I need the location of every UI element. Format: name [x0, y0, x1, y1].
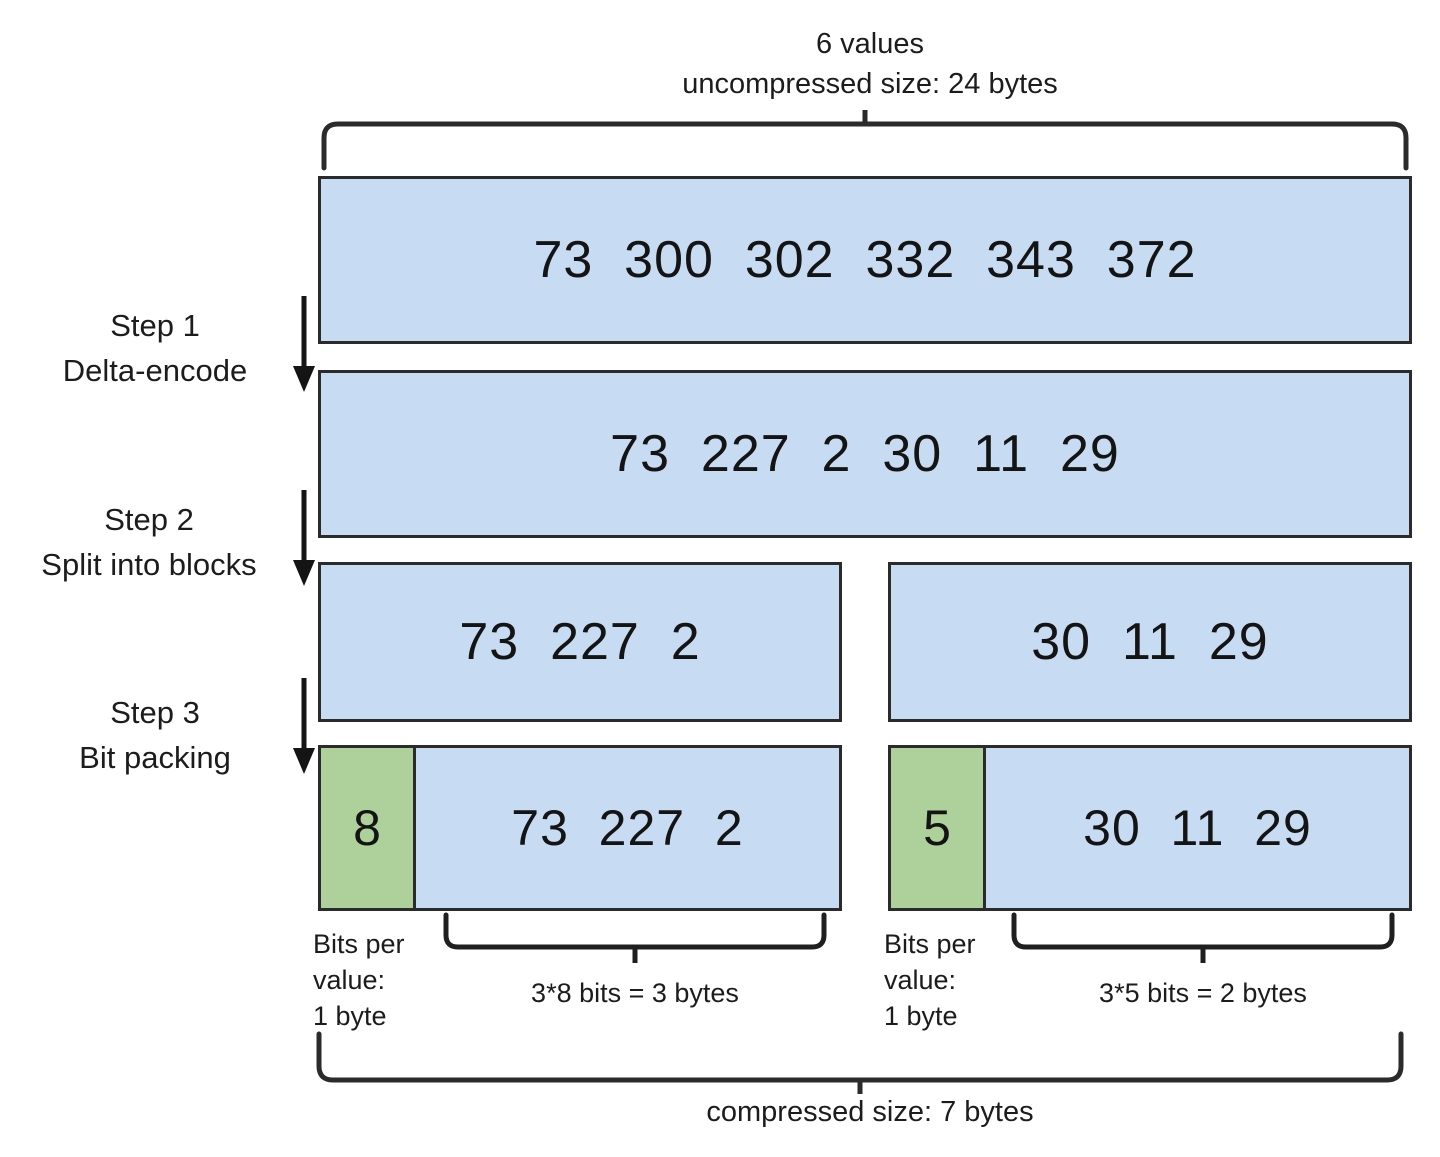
payload-brace-right	[1011, 912, 1395, 963]
bottom-brace	[316, 1031, 1404, 1094]
packed-block-left: 8 73 227 2	[318, 745, 842, 911]
bottom-caption: compressed size: 7 bytes	[706, 1096, 1034, 1128]
packed-block-right: 5 30 11 29	[888, 745, 1412, 911]
bits-per-value-label-left: Bits per value: 1 byte	[313, 929, 405, 1031]
bits-per-value-label-right: Bits per value: 1 byte	[884, 929, 976, 1031]
packed-left-payload: 73 227 2	[416, 748, 839, 908]
packed-left-bits-value: 8	[353, 800, 381, 856]
top-brace	[321, 110, 1409, 171]
packed-right-bits-value: 5	[923, 800, 951, 856]
step-arrow-1	[293, 296, 315, 392]
payload-size-label-left: 3*8 bits = 3 bytes	[531, 978, 739, 1008]
block-left-text: 73 227 2	[459, 613, 701, 671]
block-right: 30 11 29	[888, 562, 1412, 722]
block-right-text: 30 11 29	[1031, 613, 1269, 671]
packed-left-bits-header: 8	[321, 748, 416, 908]
step-label-1: Step 1 Delta-encode	[62, 308, 248, 388]
block-left: 73 227 2	[318, 562, 842, 722]
step-arrow-3	[293, 678, 315, 774]
step-label-3: Step 3 Bit packing	[79, 695, 231, 775]
row-original-values-text: 73 300 302 332 343 372	[533, 231, 1197, 289]
row-delta-values-text: 73 227 2 30 11 29	[610, 425, 1120, 483]
packed-right-bits-header: 5	[891, 748, 986, 908]
step-arrow-2	[293, 490, 315, 586]
packed-left-payload-text: 73 227 2	[511, 800, 744, 856]
row-delta-values: 73 227 2 30 11 29	[318, 370, 1412, 538]
payload-size-label-right: 3*5 bits = 2 bytes	[1099, 978, 1307, 1008]
payload-brace-left	[443, 912, 827, 963]
packed-right-payload-text: 30 11 29	[1083, 800, 1312, 856]
row-original-values: 73 300 302 332 343 372	[318, 176, 1412, 344]
top-caption: 6 values uncompressed size: 24 bytes	[682, 28, 1058, 100]
step-label-2: Step 2 Split into blocks	[41, 502, 257, 582]
packed-right-payload: 30 11 29	[986, 748, 1409, 908]
